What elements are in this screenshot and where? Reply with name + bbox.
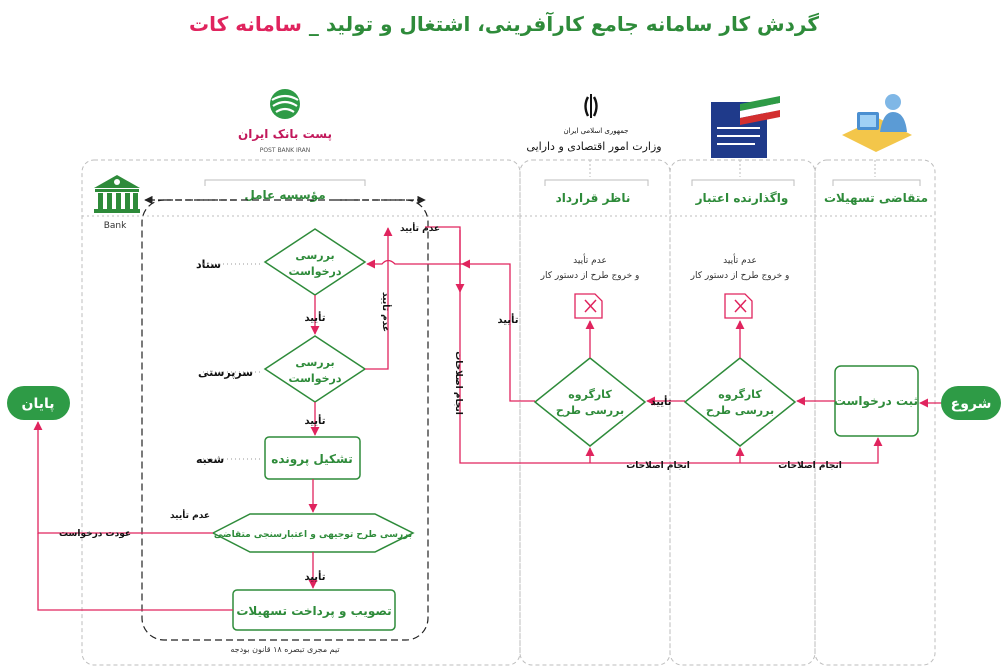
ministry-line2: وزارت امور اقتصادی و دارایی xyxy=(526,140,661,153)
grantor-reject-note-line1: عدم تأیید xyxy=(723,253,757,266)
iran-emblem-icon xyxy=(584,94,598,118)
supervisor-workgroup-line1: کارگروه xyxy=(568,388,612,401)
start-label: شروع xyxy=(951,396,992,412)
assessment-hexagon[interactable]: بررسی طرح توجیهی و اعتبارسنجی متقاضی xyxy=(211,513,415,553)
grantor-reject-note-line2: و خروج طرح از دستور کار xyxy=(690,271,790,281)
edge-label-corrections-grantor: انجام اصلاحات xyxy=(626,461,690,471)
supervision-review-diamond[interactable]: بررسی درخواست xyxy=(263,335,367,403)
postbank-name-en: POST BANK IRAN xyxy=(260,147,311,154)
level-branch: شعبه xyxy=(196,453,224,466)
lane-label-agent: مؤسسه عامل xyxy=(244,188,325,203)
supervisor-reject-note-line1: عدم تأیید xyxy=(573,253,607,266)
end-terminal[interactable]: پایان xyxy=(7,386,70,420)
page-title: گردش کار سامانه جامع کارآفرینی، اشتغال و… xyxy=(0,12,1008,36)
bank-icon xyxy=(94,175,140,213)
lane-label-applicant: متقاضی تسهیلات xyxy=(824,191,928,205)
edge-agent-entry-to-hq xyxy=(366,259,462,269)
approve-pay-label: تصویب و پرداخت تسهیلات xyxy=(236,604,391,619)
agent-inner-container xyxy=(141,199,429,641)
hq-review-line2: درخواست xyxy=(288,265,341,278)
edge-approve-to-end xyxy=(37,533,233,611)
ict-ministry-icon xyxy=(711,96,780,158)
approve-pay-box[interactable]: تصویب و پرداخت تسهیلات xyxy=(232,589,396,631)
register-request-box[interactable]: ثبت درخواست xyxy=(834,365,919,437)
edge-label-supervision-reject: عدم تأیید xyxy=(380,292,392,332)
edge-label-grantor-approve: تأیید xyxy=(650,395,671,408)
level-supervision: سرپرستی xyxy=(198,366,253,379)
edge-supervisor-to-agent xyxy=(461,259,535,402)
connectors xyxy=(33,226,941,611)
postbank-name-fa: پست بانک ایران xyxy=(238,127,332,141)
level-hq: ستاد xyxy=(196,258,221,271)
lane-applicant xyxy=(814,159,936,666)
title-main: گردش کار سامانه جامع کارآفرینی، اشتغال و… xyxy=(308,12,819,36)
edge-label-supervision-approve: تأیید xyxy=(304,414,325,427)
supervisor-workgroup-line2: بررسی طرح xyxy=(556,404,624,417)
edge-hq-reject-loop xyxy=(425,226,465,293)
supervisor-rejected-document-icon xyxy=(574,293,603,319)
hq-review-line1: بررسی xyxy=(295,249,334,262)
file-label: تشکیل پرونده xyxy=(271,452,352,467)
supervisor-workgroup-diamond[interactable]: کارگروه بررسی طرح xyxy=(533,357,647,447)
ministry-line1: جمهوری اسلامی ایران xyxy=(564,127,629,135)
edge-label-supervisor-approve: تأیید xyxy=(497,313,518,326)
start-terminal[interactable]: شروع xyxy=(941,386,1001,420)
edge-label-assessment-reject: عدم تأیید xyxy=(170,509,210,521)
edge-label-hq-approve: تأیید xyxy=(304,311,325,324)
grantor-workgroup-line1: کارگروه xyxy=(718,388,762,401)
lane-supervisor xyxy=(519,159,671,666)
edge-label-return-request: عودت درخواست xyxy=(59,529,131,539)
lane-label-grantor: واگذارنده اعتبار xyxy=(695,191,789,206)
grantor-workgroup-line2: بررسی طرح xyxy=(706,404,774,417)
grantor-rejected-document-icon xyxy=(724,293,753,319)
lane-header-dividers xyxy=(82,160,935,217)
swimlanes xyxy=(81,159,936,666)
file-box[interactable]: تشکیل پرونده xyxy=(264,436,361,480)
supervision-review-line1: بررسی xyxy=(295,356,334,369)
assessment-label: بررسی طرح توجیهی و اعتبارسنجی متقاضی xyxy=(214,530,412,540)
supervision-review-line2: درخواست xyxy=(288,372,341,385)
supervisor-reject-note-line2: و خروج طرح از دستور کار xyxy=(540,271,640,281)
postbank-logo-icon xyxy=(270,89,300,119)
bank-caption: Bank xyxy=(104,221,127,231)
hq-review-diamond[interactable]: بررسی درخواست xyxy=(263,228,367,296)
lane-label-supervisor: ناظر قرارداد xyxy=(556,191,631,205)
edge-supervision-reject xyxy=(365,227,393,370)
edge-agent-corrections-bottom xyxy=(459,230,883,464)
register-request-label: ثبت درخواست xyxy=(834,394,918,409)
edge-label-corrections-applicant: انجام اصلاحات xyxy=(778,461,842,471)
user-computer-icon xyxy=(842,94,912,152)
footer-note: تیم مجری تبصره ۱۸ قانون بودجه xyxy=(230,645,339,654)
edge-label-hq-reject: عدم تأیید xyxy=(400,222,440,234)
grantor-workgroup-diamond[interactable]: کارگروه بررسی طرح xyxy=(683,357,797,447)
edge-label-assessment-approve: تأیید xyxy=(304,570,325,583)
title-accent: سامانه کات xyxy=(189,12,302,36)
edge-label-corrections-agent: انجام اصلاحات xyxy=(453,351,463,415)
end-label: پایان xyxy=(22,396,55,412)
